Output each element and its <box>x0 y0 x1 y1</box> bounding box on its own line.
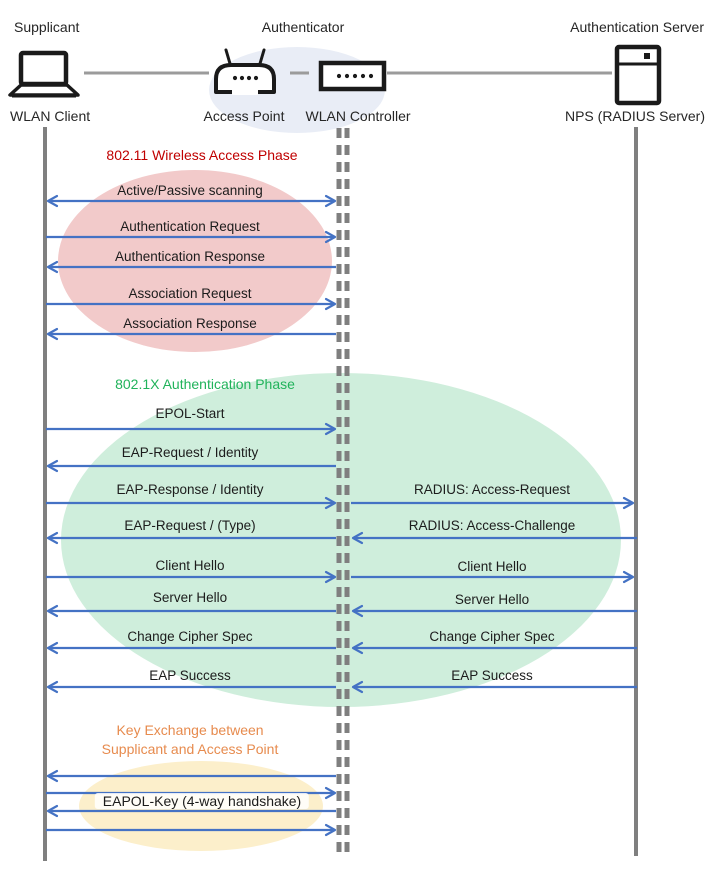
phase-title-key-exchange-line1: Key Exchange between <box>116 722 264 738</box>
msg-eap-request-identity: EAP-Request / Identity <box>121 445 259 460</box>
device-wlan-controller: WLAN Controller <box>305 108 411 124</box>
phase-title-8021x: 802.1X Authentication Phase <box>115 376 295 392</box>
msg-change-cipher-left: Change Cipher Spec <box>127 629 253 644</box>
msg-auth-request: Authentication Request <box>120 219 260 234</box>
msg-server-hello-right: Server Hello <box>454 592 530 607</box>
server-icon <box>614 44 662 106</box>
role-supplicant: Supplicant <box>14 19 80 35</box>
msg-radius-access-challenge: RADIUS: Access-Challenge <box>408 518 576 533</box>
msg-eapol-key: EAPOL-Key (4-way handshake) <box>94 793 310 809</box>
msg-eap-response-identity: EAP-Response / Identity <box>116 482 264 497</box>
phase-title-key-exchange-line2: Supplicant and Access Point <box>101 741 279 757</box>
msg-radius-access-request: RADIUS: Access-Request <box>413 482 571 497</box>
role-authentication-server: Authentication Server <box>570 19 704 35</box>
device-access-point: Access Point <box>203 108 285 124</box>
msg-server-hello-left: Server Hello <box>152 590 228 605</box>
msg-assoc-request: Association Request <box>128 286 252 301</box>
lifelines <box>43 127 638 861</box>
msg-eap-success-left: EAP Success <box>149 668 231 683</box>
msg-eap-success-right: EAP Success <box>451 668 533 683</box>
msg-scanning: Active/Passive scanning <box>117 183 263 198</box>
msg-change-cipher-right: Change Cipher Spec <box>429 629 555 644</box>
device-wlan-client: WLAN Client <box>10 108 91 124</box>
device-nps: NPS (RADIUS Server) <box>564 108 706 124</box>
msg-auth-response: Authentication Response <box>114 249 266 264</box>
authenticator-lifeline <box>336 128 350 852</box>
msg-eap-request-type: EAP-Request / (Type) <box>124 518 256 533</box>
laptop-icon <box>8 50 80 98</box>
wlan-controller-icon <box>318 60 387 92</box>
wireless-access-phase-ellipse <box>58 170 332 352</box>
phase-title-80211: 802.11 Wireless Access Phase <box>106 147 298 163</box>
msg-client-hello-right: Client Hello <box>457 559 527 574</box>
message-arrows <box>46 194 637 837</box>
role-authenticator: Authenticator <box>261 19 345 35</box>
msg-epol-start: EPOL-Start <box>155 406 225 421</box>
msg-assoc-response: Association Response <box>123 316 257 331</box>
wireless-access-point-icon <box>214 48 276 95</box>
msg-client-hello-left: Client Hello <box>155 558 225 573</box>
